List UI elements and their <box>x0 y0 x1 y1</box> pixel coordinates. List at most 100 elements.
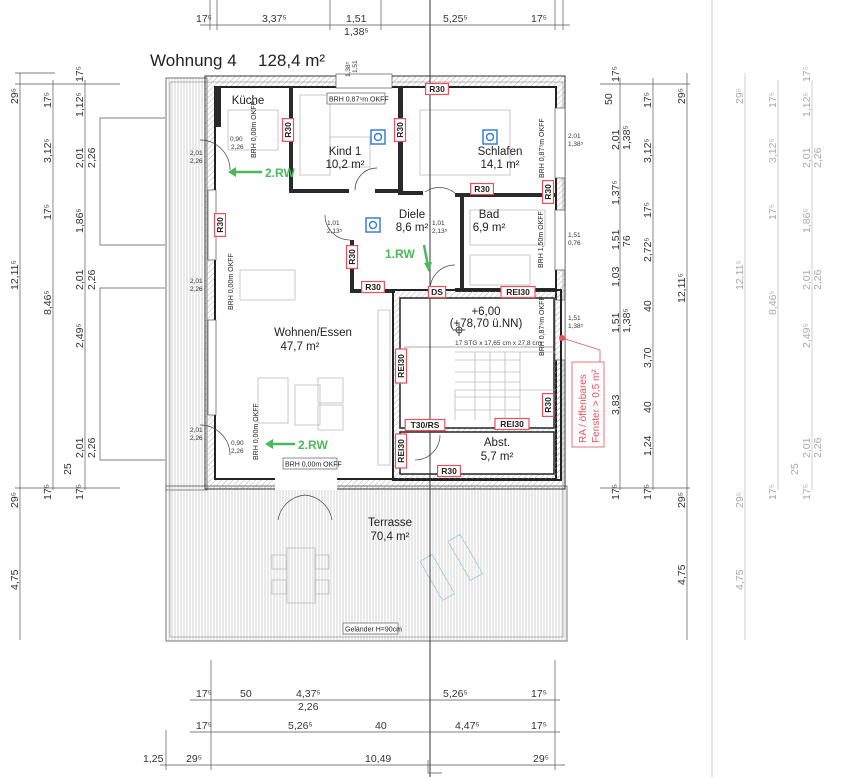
fire-rating-tag: R30 <box>281 118 295 142</box>
svg-text:17⁵: 17⁵ <box>767 204 779 220</box>
fire-rating-tag: R30 <box>470 182 494 196</box>
fire-rating-label: R30 <box>283 122 293 138</box>
fire-rating-label: R30 <box>543 184 553 200</box>
svg-text:29⁵: 29⁵ <box>9 492 21 508</box>
svg-text:1,86⁵: 1,86⁵ <box>801 208 813 233</box>
svg-text:2,72⁵: 2,72⁵ <box>642 237 654 262</box>
svg-text:2,01: 2,01 <box>801 147 813 168</box>
brh-label: BRH 0,00m OKFF <box>285 462 342 469</box>
room-schlafen: Schlafen <box>478 146 523 158</box>
svg-text:17⁵: 17⁵ <box>767 484 779 500</box>
svg-text:4,37⁵: 4,37⁵ <box>296 688 321 700</box>
svg-text:17⁵: 17⁵ <box>801 66 813 82</box>
svg-text:1,86⁵: 1,86⁵ <box>74 208 86 233</box>
brh-label: BRH 0,00m OKFF <box>253 403 260 460</box>
room-terrasse: Terrasse <box>368 517 412 529</box>
brh-label: BRH 0,87⁵m OKFF <box>329 97 389 104</box>
stair-spec: 17 STG x 17,65 cm x 27,8 cm <box>455 340 541 347</box>
svg-text:3,12⁵: 3,12⁵ <box>642 138 654 163</box>
svg-text:2.RW: 2.RW <box>298 438 328 452</box>
fire-rating-label: REI30 <box>396 354 406 378</box>
svg-text:2,13⁵: 2,13⁵ <box>327 228 343 235</box>
survey-point-icon <box>453 324 465 336</box>
smoke-detector-icon <box>370 129 386 145</box>
fire-rating-tag: R30 <box>393 118 407 142</box>
smoke-detector-icon <box>482 129 498 145</box>
svg-text:3,12⁵: 3,12⁵ <box>42 138 54 163</box>
svg-text:3,12⁵: 3,12⁵ <box>767 138 779 163</box>
fire-rating-tag: DS <box>427 285 447 299</box>
svg-text:1,24: 1,24 <box>642 435 654 456</box>
svg-text:29⁵: 29⁵ <box>676 88 688 104</box>
dimension-labels: 17⁵ 3,37⁵ 1,51 1,38⁵ 5,25⁵ 17⁵ 1,51 1,38… <box>9 13 824 765</box>
svg-text:1,37⁵: 1,37⁵ <box>610 180 622 205</box>
room-kind1-area: 10,2 m² <box>326 159 365 171</box>
svg-text:17⁵: 17⁵ <box>642 92 654 108</box>
fire-rating-label: T30/RS <box>411 420 440 430</box>
svg-text:2,01: 2,01 <box>190 427 203 434</box>
fire-rating-tag: R30 <box>361 280 385 294</box>
room-schlafen-area: 14,1 m² <box>481 159 520 171</box>
svg-text:50: 50 <box>603 93 615 105</box>
room-bad-area: 6,9 m² <box>473 222 506 234</box>
stair-level-nn: (+78,70 ü.NN) <box>450 318 523 330</box>
fire-rating-label: R30 <box>395 122 405 138</box>
svg-text:Fenster > 0,5 m²: Fenster > 0,5 m² <box>591 369 602 443</box>
svg-text:4,47⁵: 4,47⁵ <box>455 720 480 732</box>
escape-route-1: 1.RW <box>385 244 432 272</box>
fire-rating-label: R30 <box>543 397 553 413</box>
svg-text:40: 40 <box>642 401 654 413</box>
svg-text:8,46⁵: 8,46⁵ <box>42 290 54 315</box>
fire-rating-tag: R30 <box>437 464 461 478</box>
svg-text:1,12⁵: 1,12⁵ <box>74 92 86 117</box>
escape-route-2-living: 2.RW <box>265 438 328 452</box>
svg-text:1.RW: 1.RW <box>385 247 415 261</box>
room-abst: Abst. <box>484 437 510 449</box>
svg-text:0,76: 0,76 <box>568 240 581 247</box>
svg-text:17⁵: 17⁵ <box>610 484 622 500</box>
fire-rating-label: REI30 <box>506 287 530 297</box>
svg-text:4,75: 4,75 <box>734 569 746 590</box>
svg-text:40: 40 <box>642 300 654 312</box>
fire-rating-tag: REI30 <box>500 285 536 299</box>
brh-label: BRH 0,87⁵m OKFF <box>539 118 546 178</box>
terrace <box>165 77 568 642</box>
svg-text:17⁵: 17⁵ <box>196 13 212 25</box>
brh-label: BRH 0,00m OKFF <box>251 101 258 158</box>
room-kind1: Kind 1 <box>329 146 362 158</box>
escape-route-2-kitchen: 2.RW <box>228 166 295 180</box>
svg-text:17⁵: 17⁵ <box>531 688 547 700</box>
brh-label: BRH 0,00m OKFF <box>228 253 235 310</box>
svg-text:12,11⁵: 12,11⁵ <box>676 273 688 303</box>
svg-text:2,01: 2,01 <box>568 133 581 140</box>
svg-text:0,90: 0,90 <box>231 440 244 447</box>
svg-text:17⁵: 17⁵ <box>42 204 54 220</box>
svg-text:29⁵: 29⁵ <box>734 88 746 104</box>
fire-rating-label: R30 <box>215 217 225 233</box>
svg-text:2,01: 2,01 <box>801 269 813 290</box>
fire-rating-label: REI30 <box>396 439 406 463</box>
svg-text:1,51: 1,51 <box>568 315 581 322</box>
svg-text:2,26: 2,26 <box>231 144 244 151</box>
arrow-left-icon <box>265 439 273 449</box>
svg-text:2,26: 2,26 <box>190 286 203 293</box>
svg-text:2,26: 2,26 <box>812 147 824 168</box>
svg-text:17⁵: 17⁵ <box>767 92 779 108</box>
svg-text:3,83: 3,83 <box>610 394 622 415</box>
svg-text:1,38⁵: 1,38⁵ <box>621 308 633 333</box>
smoke-detector-icon <box>365 217 381 233</box>
fire-rating-label: R30 <box>441 466 457 476</box>
svg-text:17⁵: 17⁵ <box>196 720 212 732</box>
smoke-vent-note: RA / öffenbares Fenster > 0,5 m² <box>559 335 605 448</box>
svg-text:25: 25 <box>62 463 74 475</box>
svg-text:2,26: 2,26 <box>86 437 98 458</box>
svg-text:17⁵: 17⁵ <box>610 66 622 82</box>
svg-text:3,37⁵: 3,37⁵ <box>262 13 287 25</box>
svg-text:17⁵: 17⁵ <box>531 720 547 732</box>
svg-text:2,26: 2,26 <box>190 158 203 165</box>
svg-text:12,11⁵: 12,11⁵ <box>734 260 746 290</box>
fire-rating-tag: REI30 <box>394 433 408 469</box>
svg-text:8,46⁵: 8,46⁵ <box>767 290 779 315</box>
fire-rating-tag: R30 <box>213 213 227 237</box>
